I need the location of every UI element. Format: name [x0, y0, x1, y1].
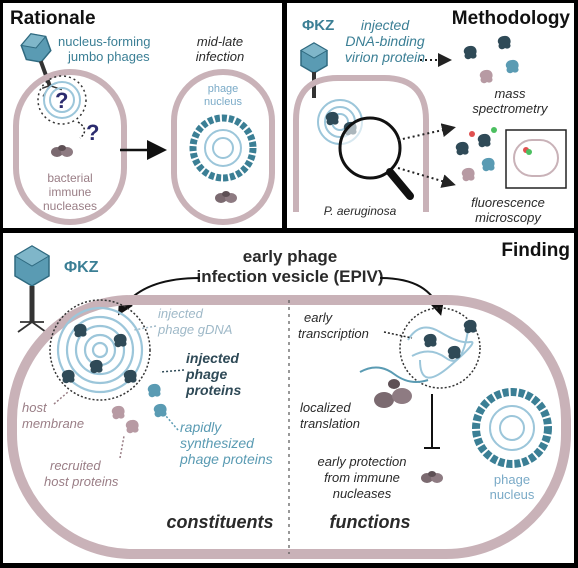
dna-binding-label: DNA-binding [345, 33, 425, 49]
methodology-heading: Methodology [452, 8, 571, 29]
ms-protein-4 [479, 69, 493, 84]
early-tx-label-2: transcription [298, 326, 369, 341]
synth-protein-b [153, 403, 167, 418]
recruited-label-1: recruited [50, 458, 101, 473]
microscopy-label: microscopy [475, 210, 542, 225]
host-cell-partial [293, 75, 429, 212]
question-mark-1: ? [55, 88, 68, 113]
phikz-phage-finding [14, 245, 50, 333]
phikz-label-finding: ΦKZ [64, 259, 99, 276]
microscopy-cell [513, 139, 559, 177]
host-protein-a [111, 405, 125, 420]
host-membrane-label-2: membrane [22, 416, 84, 431]
midlate-label: mid-late [197, 34, 243, 49]
infection-label: infection [196, 49, 244, 64]
green-fluorophore [491, 127, 497, 133]
ms-protein-3 [505, 59, 519, 74]
protect-label-3: nucleases [333, 486, 392, 501]
injected-proteins-label-3: proteins [185, 382, 241, 398]
dotted-arrow-fluor-1 [397, 123, 456, 141]
ms-protein-2 [497, 35, 511, 50]
virion-protein-label: virion protein [345, 49, 425, 65]
nucleus-finding-label-1: phage [494, 472, 530, 487]
fn-protein-a [423, 333, 437, 348]
early-tx-label-1: early [304, 310, 334, 325]
nucleus-finding-label-2: nucleus [490, 487, 535, 502]
dotted-arrow [77, 121, 86, 139]
epiv-label-1: early phage [243, 247, 338, 266]
protect-label-1: early protection [318, 454, 407, 469]
nucleus-forming-label: nucleus-forming [58, 34, 151, 49]
localized-label-2: translation [300, 416, 360, 431]
injected-protein-d [123, 369, 137, 384]
rationale-panel [3, 3, 282, 228]
phage-nucleus-finding [472, 388, 552, 468]
fluor-protein-4 [481, 157, 495, 172]
recruited-label-2: host proteins [44, 474, 119, 489]
injected-dna-spiral [37, 75, 87, 125]
gdna-label-2: phage gDNA [157, 322, 232, 337]
fluorescence-label: fluorescence [471, 195, 545, 210]
injected-proteins-label-2: phage [185, 366, 227, 382]
spectrometry-label: spectrometry [472, 101, 549, 116]
fluor-protein-2 [477, 133, 491, 148]
injected-protein-e [61, 369, 75, 384]
epiv-arrow-right [379, 277, 445, 316]
jumbo-phages-label: jumbo phages [67, 49, 150, 64]
epiv-label-2: infection vesicle (EPIV) [196, 267, 383, 286]
mass-label: mass [494, 86, 526, 101]
injected-label: injected [361, 17, 410, 33]
nucleases-label: nucleases [43, 199, 97, 213]
host-membrane-label-1: host [22, 400, 48, 415]
bacterial-label: bacterial [47, 171, 92, 185]
rationale-heading: Rationale [10, 8, 96, 29]
host-protein-b [125, 419, 139, 434]
ms-protein-1 [463, 45, 477, 60]
injected-protein-a [73, 323, 87, 338]
fluor-protein-1 [455, 141, 469, 156]
injected-protein-b [113, 333, 127, 348]
injected-protein-c [89, 359, 103, 374]
virion-protein-1 [325, 111, 339, 126]
host-label: P. aeruginosa [324, 204, 397, 218]
bacterial-cell-right [171, 69, 275, 225]
constituents-label: constituents [166, 512, 273, 532]
magnifying-glass-icon [338, 116, 414, 200]
finding-heading: Finding [501, 240, 570, 261]
immune-label: immune [49, 185, 92, 199]
gdna-label-1: injected [158, 306, 204, 321]
mrna-ribosomes [359, 366, 429, 408]
rapid-label-3: phage proteins [179, 451, 273, 467]
fluor-protein-3 [461, 167, 475, 182]
synth-protein-a [147, 383, 161, 398]
nucleus-label: nucleus [204, 96, 242, 108]
functions-label: functions [330, 512, 411, 532]
bacterial-cell-left [13, 69, 127, 225]
localized-label-1: localized [300, 400, 351, 415]
phikz-label-top: ΦKZ [302, 17, 334, 34]
fn-protein-b [447, 345, 461, 360]
phage-label: phage [208, 83, 239, 95]
question-mark-2: ? [86, 120, 99, 145]
phage-nucleus-shell [189, 114, 257, 182]
red-fluorophore [469, 131, 475, 137]
dotted-arrow-fluor-2 [397, 167, 456, 188]
epiv-vesicle-right [399, 307, 481, 389]
rapid-label-1: rapidly [180, 419, 222, 435]
injected-proteins-label-1: injected [186, 350, 239, 366]
rapid-label-2: synthesized [180, 435, 255, 451]
protect-label-2: from immune [324, 470, 400, 485]
fn-protein-c [463, 319, 477, 334]
